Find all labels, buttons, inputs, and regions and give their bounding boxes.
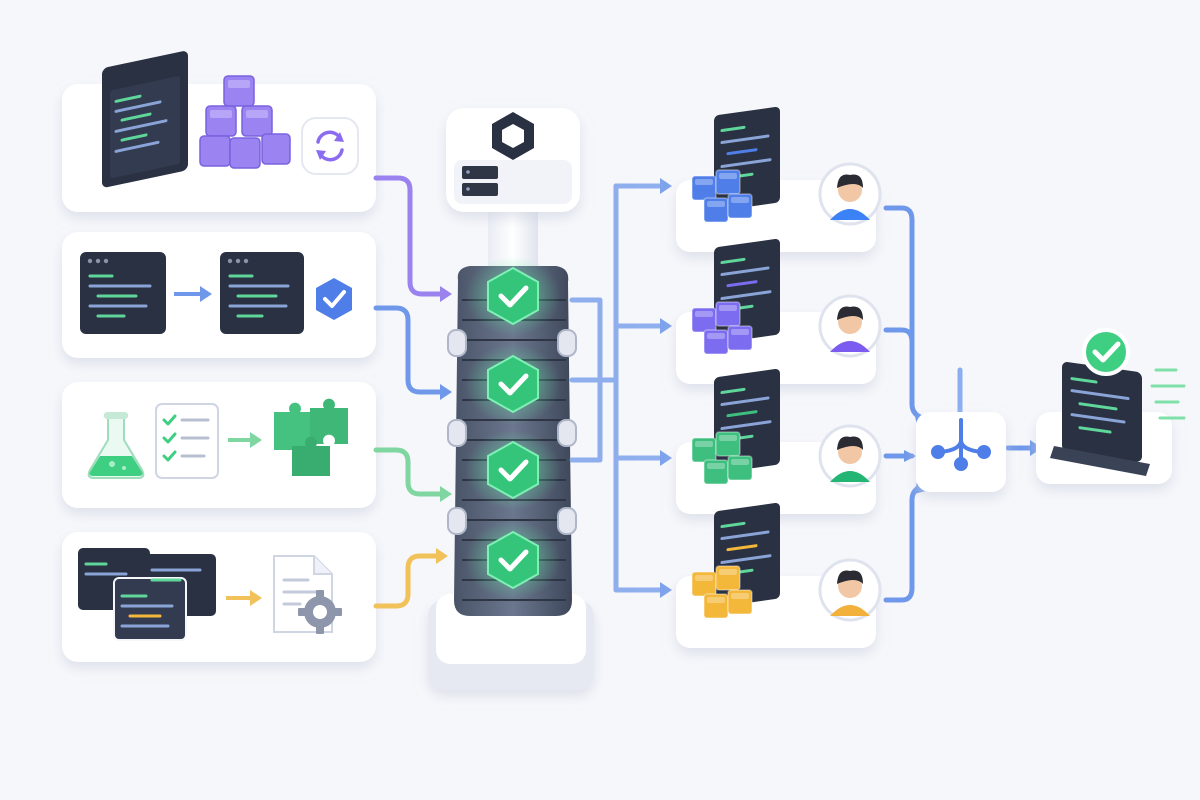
document-gear-icon <box>273 555 342 634</box>
package-cubes-icon <box>691 431 753 485</box>
merge-connectors <box>883 205 1035 603</box>
developer-avatar-icon <box>818 558 882 622</box>
deployment-node-dev-yellow <box>676 502 882 648</box>
deployment-node-dev-purple <box>676 238 882 384</box>
speed-lines <box>1150 368 1186 420</box>
merge-node <box>916 412 1006 492</box>
shield-check-icon <box>316 278 352 320</box>
code-window-icon <box>102 51 188 188</box>
sync-icon <box>301 117 359 175</box>
check-shield-icon <box>465 430 561 510</box>
code-window-icon <box>220 252 304 334</box>
flask-icon <box>87 412 145 479</box>
release-node <box>1036 328 1186 484</box>
code-window-icon <box>80 252 166 334</box>
developer-avatar-icon <box>818 424 882 488</box>
check-shield-icon <box>465 344 561 424</box>
stage-panel-build <box>62 51 376 212</box>
deployment-node-dev-green <box>676 368 882 514</box>
stage-panel-test <box>62 382 376 508</box>
developer-avatar-icon <box>818 294 882 358</box>
laptop-success-icon <box>1050 362 1150 476</box>
server-rack-icon <box>462 166 498 196</box>
package-cubes-icon <box>691 169 753 223</box>
merge-branch-icon <box>931 418 991 471</box>
deployment-node-dev-blue <box>676 106 882 252</box>
check-shield-icon <box>465 520 561 600</box>
pipeline-checkpoints <box>465 256 561 600</box>
package-cubes-icon <box>691 301 753 355</box>
checklist-icon <box>155 403 219 479</box>
arrow-right-icon <box>228 432 262 448</box>
tower-head <box>446 108 580 212</box>
deployment-nodes <box>676 106 882 648</box>
check-shield-icon <box>465 256 561 336</box>
pipeline-tower <box>428 108 594 690</box>
purple-package-cubes-icon <box>199 75 291 169</box>
puzzle-pieces-icon <box>274 398 348 476</box>
package-cubes-icon <box>691 565 753 619</box>
output-connectors <box>569 183 663 593</box>
check-circle-icon <box>1082 328 1130 376</box>
developer-avatar-icon <box>818 162 882 226</box>
arrow-right-icon <box>174 286 212 302</box>
input-stages <box>62 51 376 662</box>
stage-panel-verify <box>62 232 376 358</box>
stage-panel-configure <box>62 532 376 662</box>
output-arrowheads <box>660 178 672 598</box>
hexagon-ring-icon <box>492 112 534 160</box>
input-connectors <box>373 175 452 609</box>
arrow-right-icon <box>226 590 262 606</box>
stacked-code-windows-icon <box>78 548 216 641</box>
